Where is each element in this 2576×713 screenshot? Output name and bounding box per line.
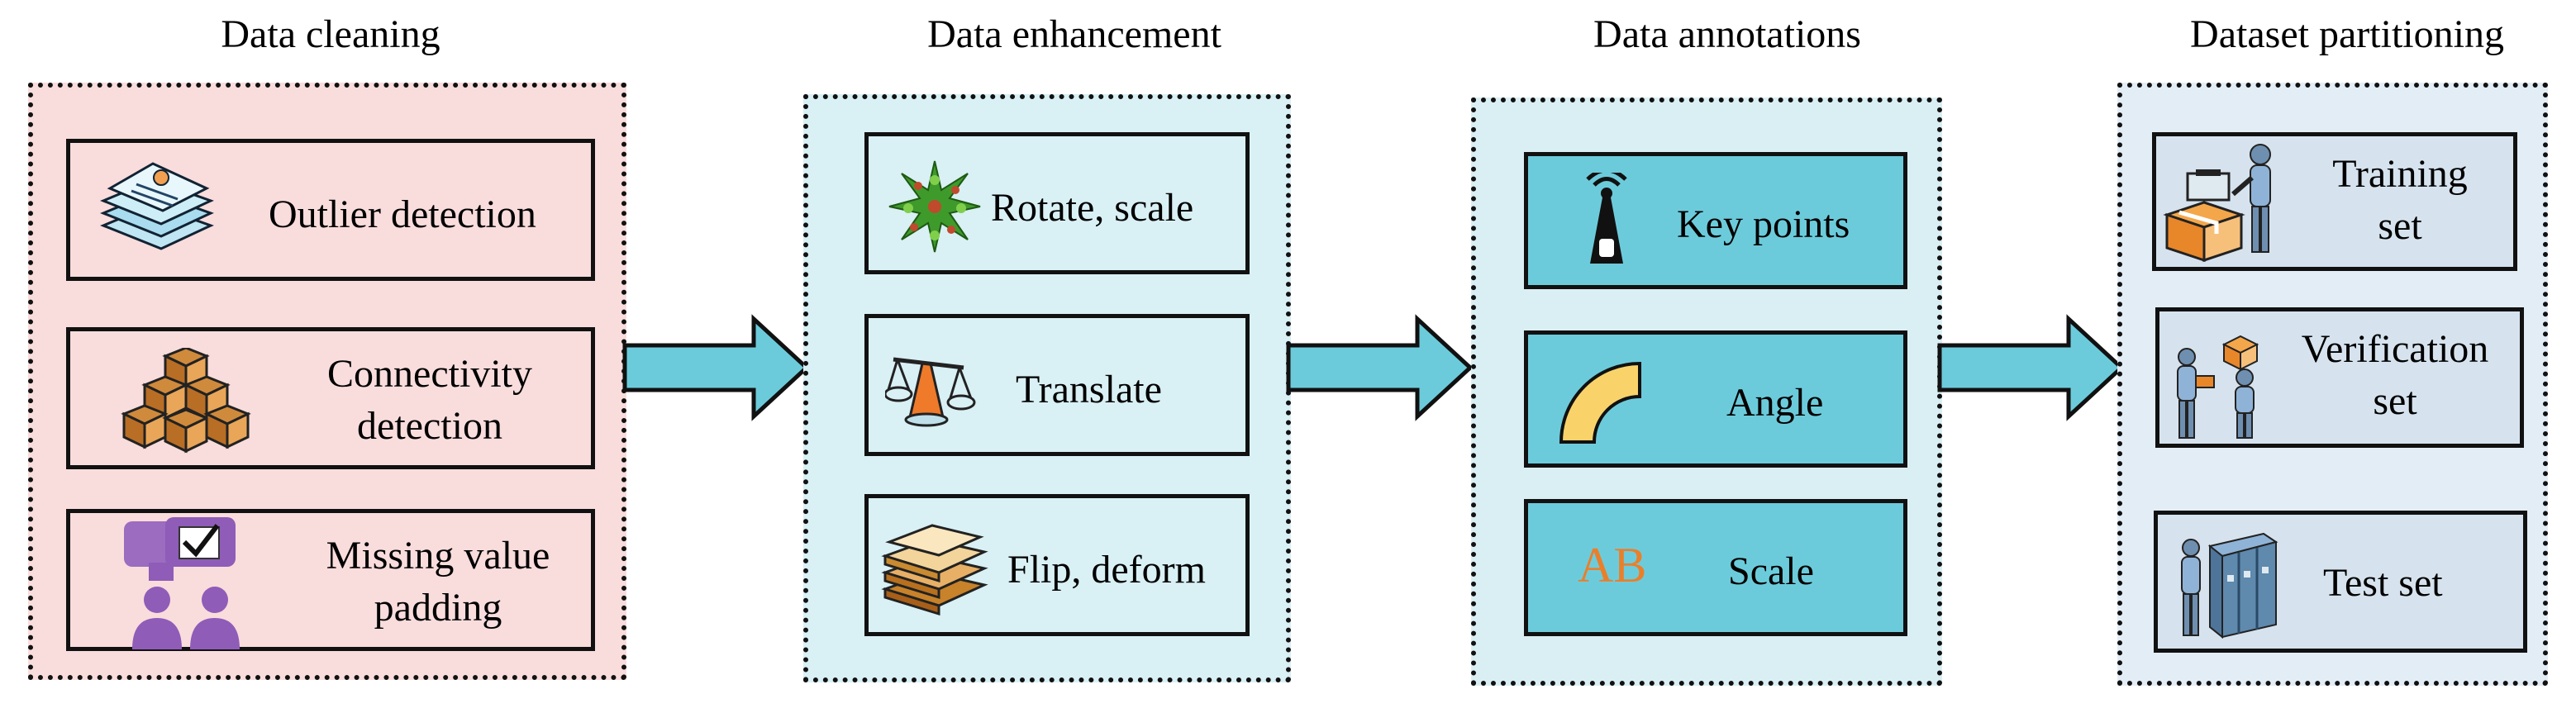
item-label-line2: detection (357, 404, 502, 448)
item-verification-set: Verification set (2155, 307, 2524, 448)
stage-data-enhancement: Rotate, scale Translate Flip (803, 94, 1291, 682)
item-label-line1: Missing value (326, 534, 550, 578)
item-label: Scale (1728, 549, 1814, 593)
layered-book-icon (881, 524, 988, 616)
two-workers-icon (2177, 335, 2259, 439)
stage-data-annotations: Key points Angle AB Scale (1471, 97, 1942, 686)
server-worker-icon (2181, 532, 2278, 639)
antenna-icon (1586, 173, 1627, 264)
chat-users-icon (124, 517, 240, 649)
item-scale: AB Scale (1524, 499, 1907, 636)
cubes-icon (121, 348, 251, 454)
item-label: Outlier detection (269, 193, 536, 236)
stage-title-partitioning: Dataset partitioning (2190, 12, 2504, 56)
item-label: Rotate, scale (991, 186, 1194, 230)
scale-balance-icon (885, 357, 976, 427)
item-test-set: Test set (2154, 511, 2527, 653)
angle-arc-icon (1559, 361, 1641, 444)
stage-title-enhancement: Data enhancement (927, 12, 1221, 56)
item-missing-value-padding: Missing value padding (66, 509, 595, 651)
item-label: Angle (1726, 381, 1824, 425)
item-angle: Angle (1524, 330, 1907, 468)
item-key-points: Key points (1524, 152, 1907, 289)
item-label-line1: Training (2332, 152, 2468, 196)
stage-dataset-partitioning: Training set Verification set (2117, 83, 2548, 686)
item-label: Key points (1677, 202, 1850, 246)
item-translate: Translate (864, 314, 1250, 456)
item-label: Test set (2323, 561, 2443, 605)
item-outlier-detection: Outlier detection (66, 139, 595, 281)
item-label: Translate (1016, 368, 1162, 411)
flow-arrow-3 (1937, 314, 2125, 421)
ab-text-icon: AB (1578, 538, 1647, 592)
worker-box-icon (2163, 144, 2271, 263)
item-connectivity-detection: Connectivity detection (66, 327, 595, 469)
item-label-line2: set (2378, 204, 2422, 248)
item-label-line2: set (2373, 379, 2417, 423)
stage-title-annotations: Data annotations (1593, 12, 1861, 56)
item-flip-deform: Flip, deform (864, 494, 1250, 636)
stage-title-cleaning: Data cleaning (221, 12, 440, 56)
item-label: Flip, deform (1007, 548, 1206, 592)
stage-data-cleaning: Outlier detection (28, 83, 626, 680)
flow-arrow-1 (622, 314, 810, 421)
item-label-line2: padding (374, 586, 502, 630)
tree-icon (888, 160, 981, 253)
item-rotate-scale: Rotate, scale (864, 132, 1250, 274)
document-stack-icon (100, 162, 214, 250)
item-label-line1: Verification (2301, 327, 2489, 371)
flow-arrow-2 (1286, 314, 1474, 421)
item-training-set: Training set (2152, 132, 2517, 271)
item-label-line1: Connectivity (327, 352, 532, 396)
